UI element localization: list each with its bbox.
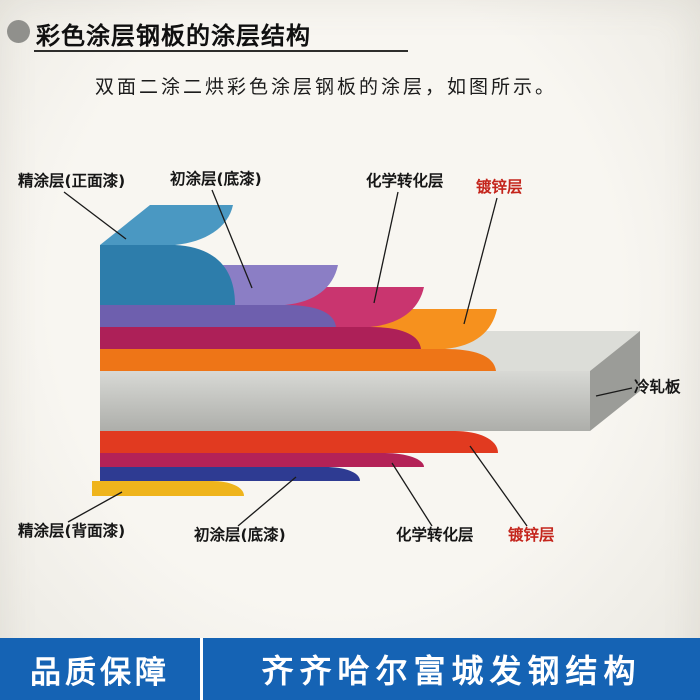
page-title: 彩色涂层钢板的涂层结构 <box>36 22 311 50</box>
label-zinc-bottom: 镀锌层 <box>508 525 555 544</box>
finish-coat-back-layer <box>92 481 244 496</box>
coating-structure-diagram: 精涂层(正面漆) 初涂层(底漆) 化学转化层 镀锌层 冷轧板 精涂层(背面漆) … <box>18 169 681 544</box>
leader-line <box>469 445 528 527</box>
label-cold-rolled-plate: 冷轧板 <box>634 377 681 396</box>
leader-line <box>211 189 253 289</box>
leader-line <box>373 191 399 304</box>
zinc-layer-bottom <box>100 431 498 453</box>
label-finish-front: 精涂层(正面漆) <box>18 171 125 190</box>
leader-line <box>237 476 297 527</box>
steel-plate-front-face <box>100 371 590 431</box>
bullet-icon <box>7 20 30 43</box>
footer-banner: 品质保障 齐齐哈尔富城发钢结构 <box>0 638 700 700</box>
company-name: 齐齐哈尔富城发钢结构 <box>261 652 642 690</box>
primer-layer-top-face <box>100 305 336 327</box>
quality-badge: 品质保障 <box>30 654 170 691</box>
conversion-layer-top-face <box>100 327 421 349</box>
label-zinc-top: 镀锌层 <box>476 177 523 196</box>
leader-line <box>67 491 123 523</box>
leader-line <box>391 462 433 527</box>
finish-coat-front-face <box>100 245 235 305</box>
leader-line <box>595 387 633 397</box>
label-finish-back: 精涂层(背面漆) <box>18 521 125 540</box>
title-underline <box>34 50 408 52</box>
label-primer-top: 初涂层(底漆) <box>170 169 262 188</box>
leader-line <box>63 191 127 240</box>
primer-layer-bottom <box>100 467 360 481</box>
finish-coat-front-surface <box>100 205 233 245</box>
subtitle: 双面二涂二烘彩色涂层钢板的涂层，如图所示。 <box>95 76 558 98</box>
label-conversion-bottom: 化学转化层 <box>396 525 474 544</box>
label-conversion-top: 化学转化层 <box>366 171 444 190</box>
footer-divider <box>200 638 203 700</box>
steel-plate-side <box>590 331 640 431</box>
conversion-layer-bottom <box>100 453 424 467</box>
zinc-layer-top-face <box>100 349 496 371</box>
label-primer-bottom: 初涂层(底漆) <box>194 525 286 544</box>
leader-line <box>463 197 498 325</box>
